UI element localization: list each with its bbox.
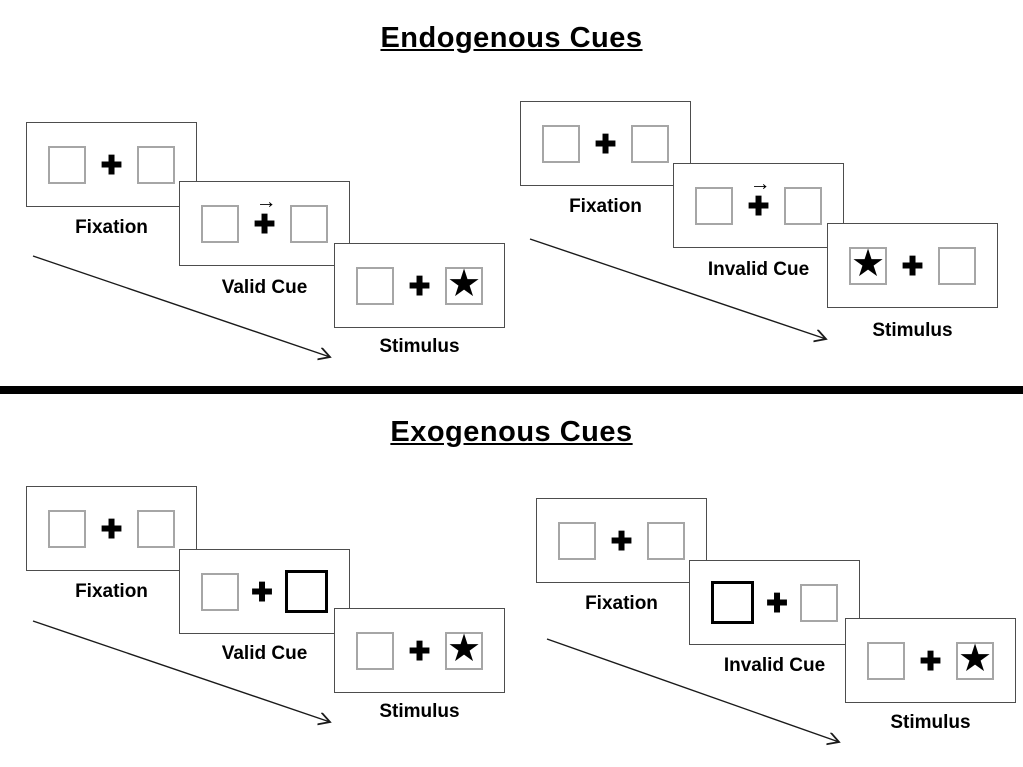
cue-panel: → ✚ (673, 163, 844, 248)
panel-label: Valid Cue (221, 277, 308, 298)
section-title-endogenous: Endogenous Cues (380, 22, 643, 54)
fixation-panel: ✚ (520, 101, 691, 186)
cue-arrow-icon: → (255, 189, 277, 213)
plus-icon: ✚ (251, 576, 273, 607)
right-box (630, 124, 669, 163)
panel-label: Stimulus (379, 336, 460, 357)
right-box (783, 186, 822, 225)
right-box (937, 246, 976, 285)
right-box (289, 204, 328, 243)
fixation-cross: ✚ (902, 253, 924, 279)
stimulus-panel: ✚ ★ (845, 618, 1016, 703)
star-stimulus-icon: ★ (850, 243, 886, 285)
plus-icon: ✚ (747, 190, 770, 221)
right-box: ★ (444, 628, 483, 670)
panel-label: Fixation (75, 581, 148, 602)
fixation-panel: ✚ (536, 498, 707, 583)
fixation-panel: ✚ (26, 486, 197, 571)
cue-arrow-icon: → (749, 171, 771, 195)
star-stimulus-icon: ★ (446, 263, 482, 305)
left-box (356, 631, 394, 670)
stimulus-panel: ✚ ★ (334, 243, 505, 328)
panel-label: Fixation (569, 196, 642, 217)
plus-icon: ✚ (766, 587, 788, 618)
stimulus-panel: ★ ✚ (827, 223, 998, 308)
panel-label: Fixation (75, 217, 148, 238)
left-box (542, 124, 580, 163)
fixation-cross: ✚ (101, 152, 123, 178)
right-box-cue-highlight (284, 570, 328, 613)
timeline-arrow (32, 255, 330, 357)
plus-icon: ✚ (919, 645, 942, 676)
right-box: ★ (444, 263, 483, 305)
panel-label: Invalid Cue (723, 655, 826, 676)
fixation-cross: ✚ (766, 590, 788, 616)
plus-icon: ✚ (901, 250, 924, 281)
fixation-cross: ✚ (595, 131, 617, 157)
fixation-cross: ✚ (409, 273, 431, 299)
right-box (136, 509, 175, 548)
panel-label: Stimulus (890, 712, 971, 733)
left-box (48, 145, 86, 184)
left-box (201, 204, 239, 243)
right-box (646, 521, 685, 560)
panel-label: Fixation (585, 593, 658, 614)
fixation-cross: ✚ (251, 579, 273, 605)
left-box (356, 266, 394, 305)
left-box (48, 509, 86, 548)
cue-panel: → ✚ (179, 181, 350, 266)
section-divider (0, 386, 1023, 394)
right-box (799, 583, 838, 622)
left-box (695, 186, 733, 225)
stimulus-panel: ✚ ★ (334, 608, 505, 693)
timeline-arrow (529, 238, 826, 339)
right-box: ★ (955, 638, 994, 680)
cue-panel: ✚ (689, 560, 860, 645)
star-stimulus-icon: ★ (957, 638, 993, 680)
cue-panel: ✚ (179, 549, 350, 634)
timeline-arrow (32, 620, 330, 722)
plus-icon: ✚ (594, 128, 617, 159)
plus-icon: ✚ (408, 270, 431, 301)
section-title-exogenous: Exogenous Cues (390, 416, 633, 448)
fixation-cross: ✚ (101, 516, 123, 542)
plus-icon: ✚ (100, 149, 123, 180)
fixation-cross: ✚ (611, 528, 633, 554)
left-box (558, 521, 596, 560)
fixation-cross: ✚ (920, 648, 942, 674)
panel-label: Valid Cue (221, 643, 308, 664)
plus-icon: ✚ (100, 513, 123, 544)
plus-icon: ✚ (253, 208, 276, 239)
panel-label: Stimulus (379, 701, 460, 722)
star-stimulus-icon: ★ (446, 628, 482, 670)
fixation-panel: ✚ (26, 122, 197, 207)
plus-icon: ✚ (408, 635, 431, 666)
left-box: ★ (849, 243, 887, 285)
panel-label: Invalid Cue (707, 259, 810, 280)
right-box (136, 145, 175, 184)
left-box (867, 641, 905, 680)
fixation-cross: ✚ (409, 638, 431, 664)
fixation-cross: → ✚ (253, 191, 277, 239)
left-box (201, 572, 239, 611)
plus-icon: ✚ (610, 525, 633, 556)
fixation-cross: → ✚ (747, 173, 771, 221)
panel-label: Stimulus (872, 320, 953, 341)
left-box-cue-highlight (711, 581, 754, 624)
